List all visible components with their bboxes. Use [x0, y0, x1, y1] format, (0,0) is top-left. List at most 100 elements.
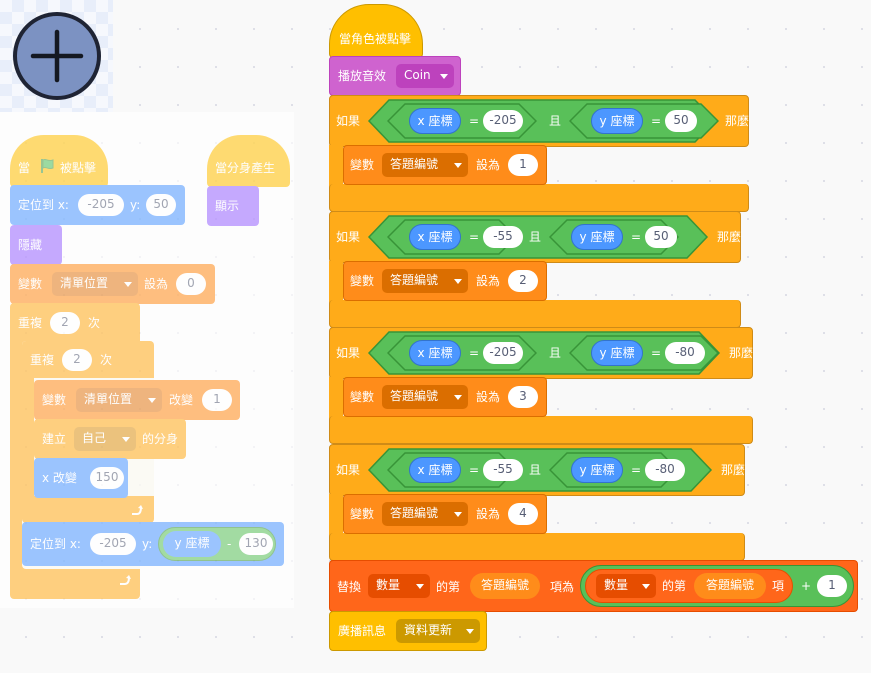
- setvar-label: 變數: [18, 277, 43, 291]
- repeat1-unit: 次: [88, 316, 101, 330]
- setvar-variable-dropdown[interactable]: 清單位置: [52, 272, 138, 296]
- y-value-input[interactable]: 50: [645, 226, 677, 248]
- goto-y-input[interactable]: 50: [146, 194, 176, 216]
- setvar-value-input[interactable]: 4: [508, 503, 538, 525]
- chevron-down-icon: [148, 398, 156, 403]
- goto-x-input[interactable]: -205: [78, 194, 124, 216]
- inner-of-label: 的第: [662, 579, 687, 593]
- y-position-reporter[interactable]: y 座標: [571, 457, 623, 483]
- goto-xy-block[interactable]: 定位到 x: -205 y: 50: [10, 185, 185, 225]
- and-label: 且: [529, 463, 542, 477]
- x-value-input[interactable]: -55: [483, 459, 523, 481]
- setvar-value-input[interactable]: 3: [508, 386, 538, 408]
- changevar-label: 變數: [42, 393, 67, 407]
- repeat2-unit: 次: [100, 353, 113, 367]
- broadcast-message-dropdown[interactable]: 資料更新: [396, 619, 480, 643]
- then-label: 那麼: [721, 463, 746, 477]
- y-position-reporter[interactable]: y 座標: [163, 531, 221, 557]
- then-label: 那麼: [717, 230, 742, 244]
- change-x-block[interactable]: x 改變 150: [34, 458, 128, 498]
- play-sound-block[interactable]: 播放音效 Coin: [329, 56, 461, 96]
- chevron-down-icon: [122, 437, 130, 442]
- sound-name: Coin: [404, 68, 431, 82]
- setvar-variable-dropdown[interactable]: 答題編號: [382, 153, 468, 177]
- goto2-x-input[interactable]: -205: [90, 533, 136, 555]
- setvar-variable-dropdown[interactable]: 答題編號: [382, 502, 468, 526]
- when-clone-starts-hat[interactable]: 當分身產生: [207, 135, 290, 187]
- zoom-in-button[interactable]: [13, 12, 101, 100]
- inner-answer-number-reporter[interactable]: 答題編號: [694, 573, 766, 599]
- if-arm: [329, 494, 343, 540]
- hide-block[interactable]: 隱藏: [10, 225, 62, 265]
- setvar-label: 變數: [350, 507, 375, 521]
- show-block[interactable]: 顯示: [207, 186, 259, 226]
- setvar-variable-dropdown[interactable]: 答題編號: [382, 269, 468, 293]
- subtract-symbol: -: [227, 537, 232, 551]
- set-variable-block[interactable]: 變數 清單位置 設為 0: [10, 264, 215, 304]
- x-position-reporter[interactable]: x 座標: [409, 340, 461, 366]
- change-variable-block[interactable]: 變數 清單位置 改變 1: [34, 380, 240, 420]
- setvar-value-input[interactable]: 2: [508, 270, 538, 292]
- play-sound-label: 播放音效: [338, 69, 387, 83]
- add-operator[interactable]: 數量 的第 答題編號 項 + 1: [580, 565, 854, 607]
- clone-target-dropdown[interactable]: 自己: [74, 427, 136, 451]
- changevar-variable-dropdown[interactable]: 清單位置: [76, 388, 162, 412]
- changevar-value-input[interactable]: 1: [202, 389, 232, 411]
- setvar-value-input[interactable]: 1: [508, 154, 538, 176]
- y-value-input[interactable]: 50: [665, 110, 697, 132]
- broadcast-block[interactable]: 廣播訊息 資料更新: [329, 611, 487, 651]
- y-position-reporter[interactable]: y 座標: [591, 340, 643, 366]
- sound-dropdown[interactable]: Coin: [396, 64, 454, 88]
- chevron-down-icon: [124, 282, 132, 287]
- replace-label: 替換: [337, 580, 362, 594]
- x-value-input[interactable]: -205: [483, 110, 523, 132]
- chevron-down-icon: [454, 395, 462, 400]
- list-dropdown[interactable]: 數量: [368, 574, 430, 598]
- repeat1-times-input[interactable]: 2: [50, 312, 80, 334]
- item-of-list-reporter[interactable]: 數量 的第 答題編號 項: [585, 569, 793, 603]
- when-sprite-clicked-hat[interactable]: 當角色被點擊: [329, 4, 423, 58]
- if-label: 如果: [336, 463, 361, 477]
- x-position-reporter[interactable]: x 座標: [409, 108, 461, 134]
- subtract-operator[interactable]: y 座標 - 130: [158, 527, 276, 561]
- broadcast-message-name: 資料更新: [404, 623, 453, 637]
- then-label: 那麼: [725, 114, 750, 128]
- chevron-down-icon: [454, 279, 462, 284]
- y-value-input[interactable]: -80: [665, 342, 705, 364]
- addend-input[interactable]: 1: [817, 575, 847, 597]
- equals-symbol: =: [469, 463, 480, 477]
- x-value-input[interactable]: -205: [483, 342, 523, 364]
- if-label: 如果: [336, 346, 361, 360]
- changex-value-input[interactable]: 150: [90, 467, 124, 489]
- goto-xy-block-2[interactable]: 定位到 x: -205 y: y 座標 - 130: [22, 522, 284, 566]
- if-footer: [329, 533, 745, 561]
- y-value-input[interactable]: -80: [645, 459, 685, 481]
- setvar-var-name: 答題編號: [390, 506, 439, 520]
- repeat2-times-input[interactable]: 2: [62, 349, 92, 371]
- setvar-variable-dropdown[interactable]: 答題編號: [382, 385, 468, 409]
- x-position-reporter[interactable]: x 座標: [409, 224, 461, 250]
- replace-item-block[interactable]: 替換 數量 的第 答題編號 項為 數量 的第 答題編號 項 + 1: [329, 560, 858, 612]
- create-clone-block[interactable]: 建立 自己 的分身: [34, 419, 186, 459]
- answer-number-reporter[interactable]: 答題編號: [470, 573, 540, 599]
- subtract-value-input[interactable]: 130: [239, 533, 273, 555]
- replace-of-label: 的第: [436, 580, 461, 594]
- x-value-input[interactable]: -55: [483, 226, 523, 248]
- x-position-reporter[interactable]: x 座標: [409, 457, 461, 483]
- repeat-arrow-icon: [120, 575, 131, 585]
- y-position-reporter[interactable]: y 座標: [591, 108, 643, 134]
- setvar-value-input[interactable]: 0: [176, 273, 206, 295]
- equals-symbol: =: [631, 463, 642, 477]
- repeat2-label: 重複: [30, 353, 55, 367]
- inner-list-dropdown[interactable]: 數量: [596, 574, 656, 598]
- y-position-reporter[interactable]: y 座標: [571, 224, 623, 250]
- when-flag-clicked-hat[interactable]: 當 被點擊: [10, 135, 108, 187]
